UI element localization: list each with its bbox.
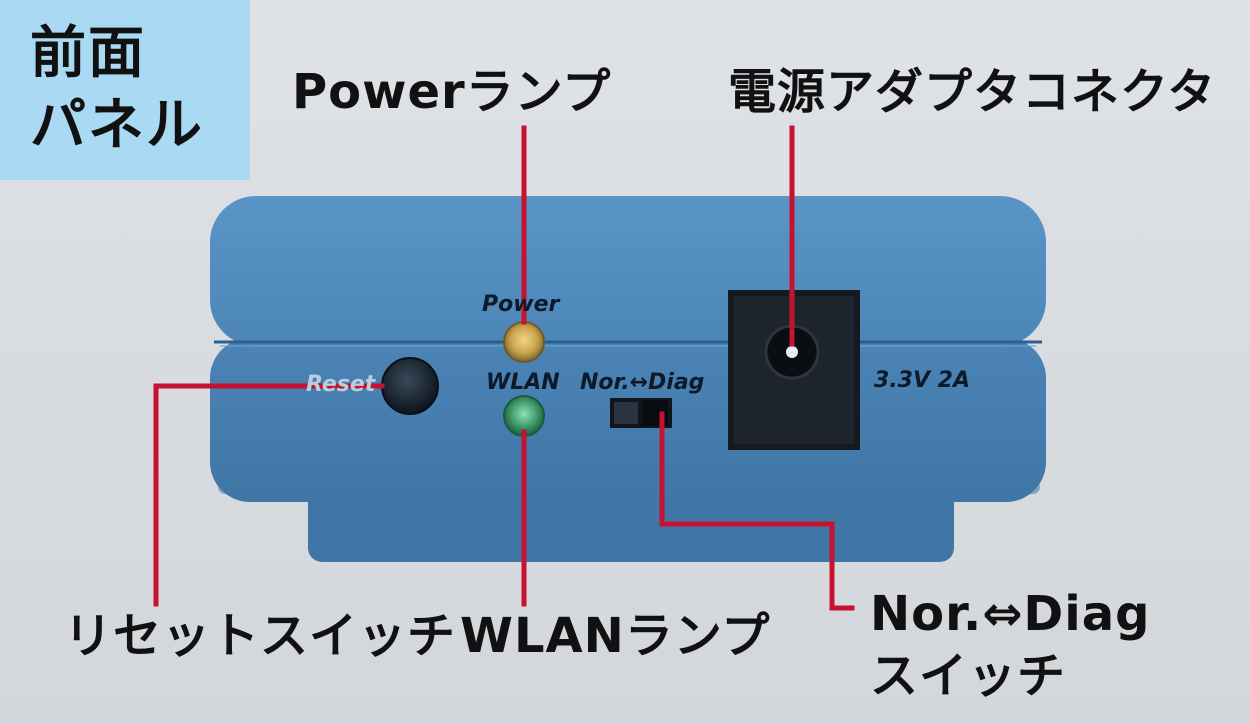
reset-button[interactable] xyxy=(381,357,439,415)
callout-wlan-lamp: WLANランプ xyxy=(460,608,771,664)
callout-power-lamp: Powerランプ xyxy=(292,64,612,120)
device-body-lid xyxy=(210,196,1046,346)
device-label-wlan: WLAN xyxy=(486,370,560,395)
device-label-mode: Nor.↔Diag xyxy=(580,370,705,395)
device-label-power: Power xyxy=(482,292,560,317)
device-label-rating: 3.3V 2A xyxy=(874,368,970,393)
panel-title-box: 前面 パネル xyxy=(0,0,250,180)
panel-title-line1: 前面 xyxy=(30,21,146,86)
device-base xyxy=(308,488,954,562)
device-label-reset: Reset xyxy=(306,372,376,397)
leader-mode xyxy=(659,411,855,611)
power-led xyxy=(503,321,545,363)
callout-reset-switch: リセットスイッチ xyxy=(64,608,457,664)
callout-mode-switch-line2: スイッチ xyxy=(870,648,1067,704)
panel-title-line2: パネル xyxy=(30,93,204,158)
callout-adapter-connector: 電源アダプタコネクタ xyxy=(728,64,1217,120)
leader-reset xyxy=(153,383,385,607)
callout-mode-switch-line1: Nor.⇔Diag xyxy=(870,586,1151,642)
